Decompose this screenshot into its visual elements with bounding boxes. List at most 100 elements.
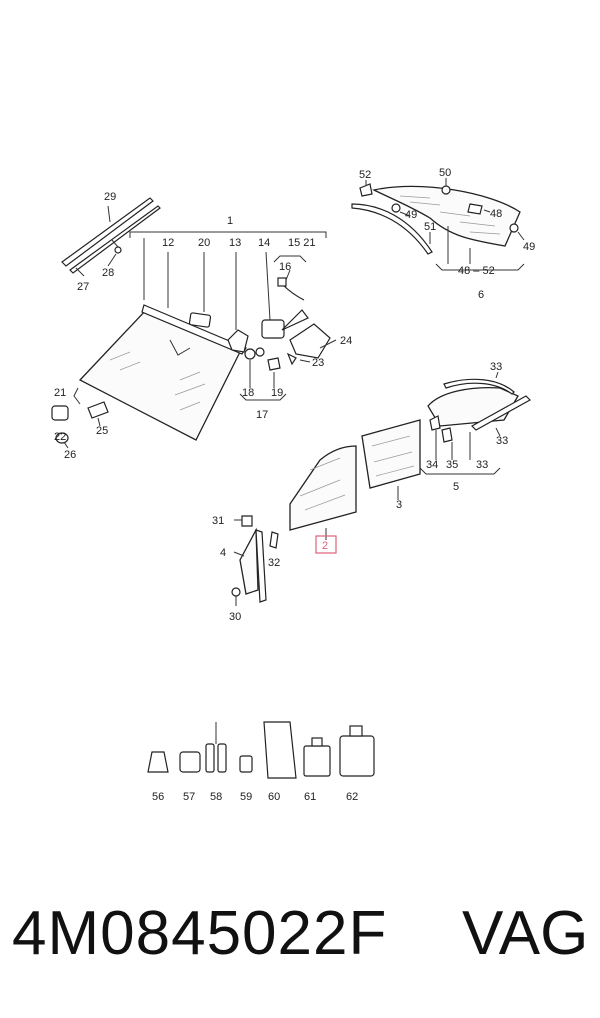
label-2: 2 [322,540,328,552]
label-50: 50 [439,167,451,179]
part-19-bolt [255,347,265,357]
part-26 [55,432,69,444]
part-number: 4M0845022F [12,899,388,968]
consumables-group [147,721,375,779]
label-12: 12 [162,237,174,249]
label-34: 34 [426,459,438,471]
part-50 [441,185,451,195]
label-59: 59 [240,791,252,803]
windscreen-seal [141,304,247,355]
label-15-21: 15 21 [288,237,316,249]
part-14 [261,319,285,339]
part-61 [303,745,331,777]
trim-strip-27 [69,205,161,274]
rear-window-group [351,178,525,271]
label-52: 52 [359,169,371,181]
door-glass-3 [361,419,421,489]
label-5: 5 [453,481,459,493]
connector-16 [277,277,287,287]
label-33c: 33 [476,459,488,471]
frame-4 [255,529,267,603]
part-62-cap [349,725,363,737]
label-29: 29 [104,191,116,203]
part-61-cap [311,737,323,747]
part-25 [87,401,109,419]
seal-33a [443,378,515,395]
part-58b [217,743,227,773]
part-56 [147,751,169,773]
label-22: 22 [54,431,66,443]
part-19 [267,357,281,371]
part-15 [281,309,309,331]
label-3: 3 [396,499,402,511]
label-31: 31 [212,515,224,527]
label-1: 1 [227,215,233,227]
label-24: 24 [340,335,352,347]
label-23: 23 [312,357,324,369]
door-glass-group [231,371,531,606]
part-13 [227,329,249,353]
vent-glass-4 [239,527,259,595]
part-31 [241,515,253,527]
clip-52 [359,183,373,197]
highlight-box-part-2 [315,535,337,554]
label-6: 6 [478,289,484,301]
label-33b: 33 [496,435,508,447]
label-48-52: 48 – 52 [458,265,495,277]
rear-seal-51 [351,203,433,255]
part-49b [509,223,519,233]
label-14: 14 [258,237,270,249]
label-49a: 49 [405,209,417,221]
label-57: 57 [183,791,195,803]
label-62: 62 [346,791,358,803]
label-16: 16 [279,261,291,273]
part-58a [205,743,215,773]
windscreen-glass [78,309,241,441]
label-4: 4 [220,547,226,559]
part-62 [339,735,375,777]
part-49a [391,203,401,213]
label-33a: 33 [490,361,502,373]
label-48: 48 [490,208,502,220]
label-35: 35 [446,459,458,471]
label-61: 61 [304,791,316,803]
label-32: 32 [268,557,280,569]
label-13: 13 [229,237,241,249]
quarter-glass-5 [427,386,519,427]
part-57 [179,751,201,773]
brand-label: VAG [462,899,589,968]
label-17: 17 [256,409,268,421]
label-27: 27 [77,281,89,293]
door-glass-2 [289,445,357,531]
part-22 [51,405,69,421]
part-34 [429,415,441,431]
label-28: 28 [102,267,114,279]
part-18 [244,348,256,360]
part-32 [269,531,279,549]
label-26: 26 [64,449,76,461]
part-35 [441,427,453,443]
part-60 [263,721,297,779]
label-60: 60 [268,791,280,803]
part-20 [188,312,212,328]
label-20: 20 [198,237,210,249]
label-25: 25 [96,425,108,437]
label-51: 51 [424,221,436,233]
label-21: 21 [54,387,66,399]
labels: 1 12 20 13 14 15 21 16 24 23 18 19 17 29… [54,167,535,803]
label-19: 19 [271,387,283,399]
part-23 [286,352,297,366]
seal-33b [471,395,531,431]
windscreen-group [51,197,337,449]
clip-28 [114,246,122,254]
part-30 [231,587,241,597]
parts-diagram: 1 12 20 13 14 15 21 16 24 23 18 19 17 29… [51,167,535,803]
label-30: 30 [229,611,241,623]
label-49b: 49 [523,241,535,253]
part-48 [467,203,483,215]
label-56: 56 [152,791,164,803]
label-18: 18 [242,387,254,399]
trim-strip-29 [61,197,154,267]
label-58: 58 [210,791,222,803]
rear-window-glass [372,185,521,247]
